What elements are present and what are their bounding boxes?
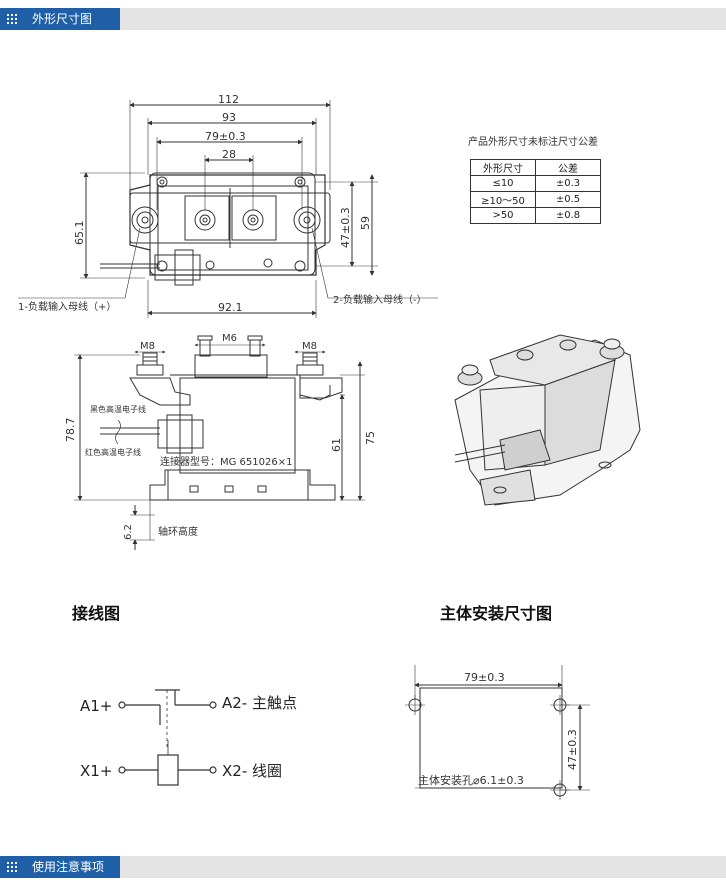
dim-65-label: 65.1 [73, 221, 86, 246]
dim-61-label: 61 [330, 438, 343, 452]
grid-icon [7, 14, 17, 24]
table-cell: ≥10～50 [470, 191, 536, 208]
black-wire-label: 黑色高温电子线 [90, 404, 146, 414]
table-cell: ≤10 [470, 175, 536, 192]
top-view [18, 100, 438, 318]
dim-79-label: 79±0.3 [205, 130, 246, 143]
table-cell: ±0.5 [535, 191, 601, 208]
table-cell: ±0.3 [535, 175, 601, 192]
terminal-bolt [242, 209, 264, 231]
label-load-input-plus: 1-负载输入母线（+） [18, 300, 116, 313]
mounting-hole [405, 695, 425, 715]
table-row: >50 ±0.8 [470, 207, 601, 224]
dim-112-label: 112 [218, 93, 239, 106]
terminal-x1-label: X1+ [80, 762, 112, 780]
product-3d-view [454, 334, 641, 506]
mount-hole-label: 主体安装孔⌀6.1±0.3 [418, 773, 524, 787]
table-row: ≤10 ±0.3 [470, 175, 601, 192]
table-row: ≥10～50 ±0.5 [470, 191, 601, 208]
tolerance-table: 外形尺寸 公差 ≤10 ±0.3 ≥10～50 ±0.5 >50 ±0.8 [470, 159, 601, 224]
dim-75-label: 75 [364, 431, 377, 445]
mounting-hole [550, 695, 570, 715]
mounting-diagram: 79±0.3 47±0.3 主体安装孔⌀6.1±0.3 [405, 665, 590, 800]
terminal-x2-label: X2- 线圈 [222, 762, 282, 780]
dim-6-label: 6.2 [123, 524, 134, 540]
terminal-a2-label: A2- 主触点 [222, 694, 297, 712]
dim-28-label: 28 [222, 148, 236, 161]
m6-label: M6 [222, 333, 237, 344]
section-header-notes: 使用注意事项 [0, 856, 726, 878]
wiring-diagram-title: 接线图 [72, 604, 121, 623]
terminal-a1-label: A1+ [80, 697, 112, 715]
mounting-hole [550, 780, 570, 800]
terminal-bolt [194, 209, 216, 231]
section-title-outline: 外形尺寸图 [32, 12, 93, 26]
red-wire-label: 红色高温电子线 [85, 447, 141, 457]
table-cell: ±0.8 [535, 207, 601, 224]
section-title-notes: 使用注意事项 [32, 860, 105, 874]
connector-model-label: 连接器型号：MG 651026×1 [160, 455, 292, 468]
wiring-diagram: A1+ A2- 主触点 X1+ X2- 线圈 [80, 689, 297, 786]
section-header-outline: 外形尺寸图 [0, 8, 726, 30]
side-view [74, 335, 365, 550]
m8-left-label: M8 [140, 341, 155, 352]
table-header-row: 外形尺寸 公差 [470, 159, 601, 176]
axis-ring-label: 轴环高度 [158, 525, 198, 538]
mounting-diagram-title: 主体安装尺寸图 [440, 604, 553, 623]
dim-47-label: 47±0.3 [339, 207, 352, 248]
label-load-input-minus: 2-负载输入母线（-） [333, 293, 427, 306]
table-header-cell: 公差 [535, 159, 601, 176]
terminal-bolt [293, 206, 321, 234]
section-header-bar [120, 8, 726, 30]
mount-dim-47-label: 47±0.3 [566, 729, 579, 770]
m8-right-label: M8 [302, 341, 317, 352]
terminal-bolt [131, 206, 159, 234]
table-header-cell: 外形尺寸 [470, 159, 536, 176]
grid-icon [7, 862, 17, 872]
outline-drawing: 112 93 79±0.3 28 92.1 65.1 47±0.3 59 1-负… [18, 93, 641, 550]
table-cell: >50 [470, 207, 536, 224]
section-badge: 外形尺寸图 [0, 8, 120, 30]
tolerance-note: 产品外形尺寸未标注尺寸公差 [468, 137, 598, 148]
dim-59-label: 59 [359, 216, 372, 230]
mount-dim-79-label: 79±0.3 [464, 671, 505, 684]
dim-93-label: 93 [222, 111, 236, 124]
dim-78-label: 78.7 [64, 418, 77, 443]
section-badge: 使用注意事项 [0, 856, 120, 878]
dim-92-label: 92.1 [218, 301, 243, 314]
section-header-bar [120, 856, 726, 878]
